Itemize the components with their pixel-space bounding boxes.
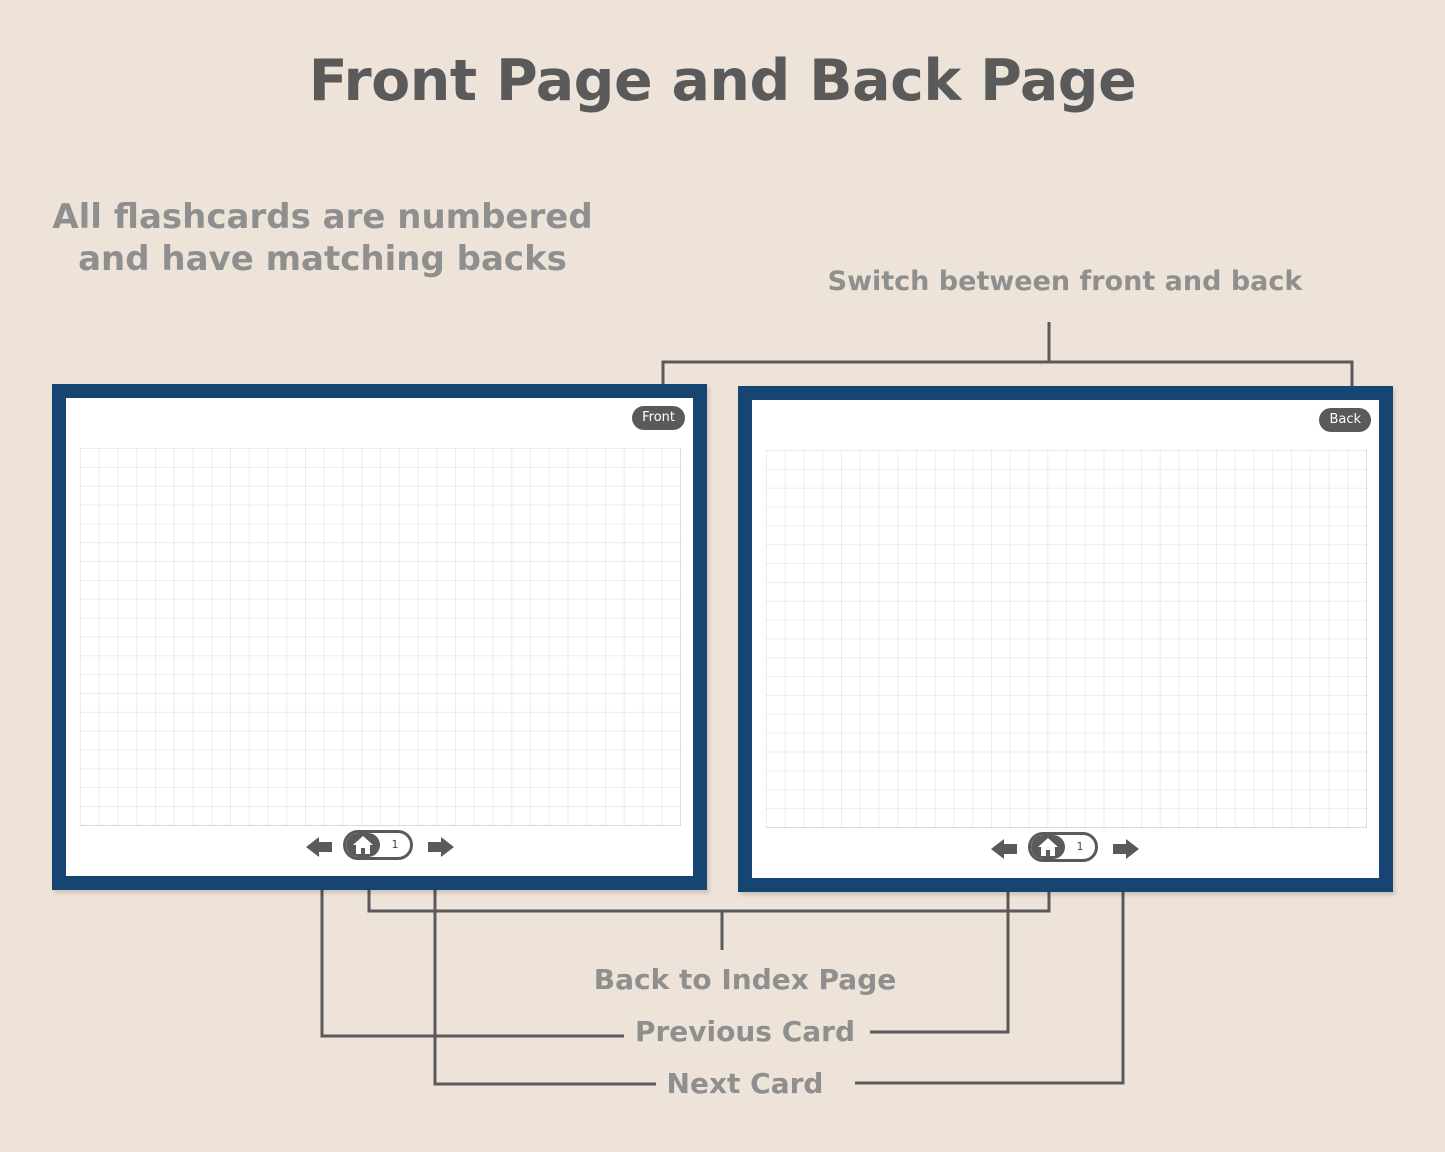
index-callout-label: Back to Index Page: [593, 963, 897, 996]
next-card-button[interactable]: [1113, 837, 1139, 861]
card-navigation: 1: [66, 830, 693, 864]
card-number: 1: [391, 838, 399, 851]
page-title: Front Page and Back Page: [308, 48, 1137, 114]
front-card: Front 1: [52, 384, 707, 890]
next-card-button[interactable]: [428, 835, 454, 859]
previous-callout-label: Previous Card: [634, 1015, 856, 1048]
home-index-button[interactable]: 1: [343, 830, 413, 860]
grid-area[interactable]: [766, 450, 1367, 828]
home-icon: [1038, 838, 1058, 856]
switch-callout-line: [661, 322, 1354, 400]
switch-note: Switch between front and back: [827, 266, 1303, 297]
arrow-right-icon: [1113, 839, 1139, 859]
previous-callout-line: [320, 868, 1010, 1038]
arrow-left-icon: [306, 837, 332, 857]
home-button-segment[interactable]: [1031, 835, 1065, 859]
home-index-button[interactable]: 1: [1028, 832, 1098, 862]
home-icon: [353, 836, 373, 854]
next-callout-line: [433, 870, 1125, 1086]
home-button-segment[interactable]: [346, 833, 380, 857]
grid-area[interactable]: [80, 448, 681, 826]
previous-card-button[interactable]: [306, 835, 332, 859]
front-toggle-button[interactable]: Front: [632, 406, 685, 430]
card-number: 1: [1076, 840, 1084, 853]
previous-card-button[interactable]: [991, 837, 1017, 861]
numbering-note-line-2: and have matching backs: [78, 239, 567, 279]
arrow-left-icon: [991, 839, 1017, 859]
arrow-right-icon: [428, 837, 454, 857]
next-callout-label: Next Card: [666, 1067, 824, 1100]
back-card: Back 1: [738, 386, 1393, 892]
numbering-note-line-1: All flashcards are numbered: [52, 197, 593, 237]
back-toggle-button[interactable]: Back: [1319, 408, 1371, 432]
numbering-note: All flashcards are numbered and have mat…: [40, 196, 605, 280]
card-navigation: 1: [752, 832, 1379, 866]
index-callout-line: [367, 874, 1051, 950]
